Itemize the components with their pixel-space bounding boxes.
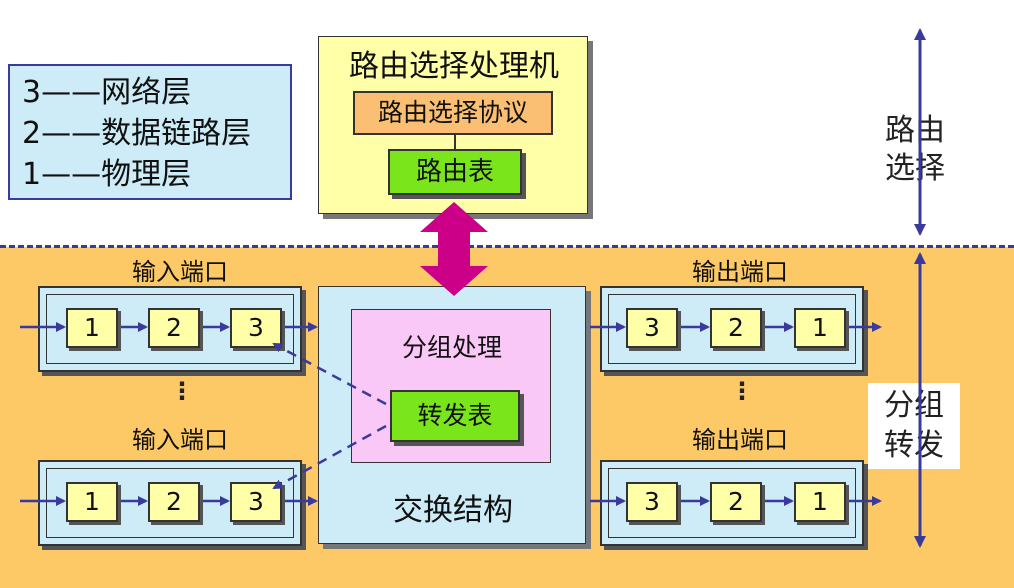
legend-physical-layer: 1——物理层 (22, 157, 192, 192)
output-port-label-bottom: 输出端口 (692, 426, 788, 454)
control-data-double-arrow (420, 202, 488, 296)
legend-network-layer: 3——网络层 (22, 75, 192, 110)
protocol-table-connector (454, 135, 456, 149)
switch-fabric-label: 交换结构 (393, 493, 513, 528)
input-port-top-frame (46, 294, 294, 364)
switch-fabric: 分组处理 转发表 交换结构 (318, 286, 586, 544)
packet-processing-title: 分组处理 (401, 333, 502, 362)
input-top-layer-1: 1 (66, 308, 118, 348)
forwarding-table-box: 转发表 (390, 390, 520, 442)
routing-label-line-2: 选择 (885, 151, 945, 186)
routing-protocol-box: 路由选择协议 (353, 91, 553, 135)
layer-legend: 3——网络层 2——数据链路层 1——物理层 (8, 64, 292, 200)
output-port-bottom-frame (608, 468, 856, 538)
routing-table-box: 路由表 (388, 149, 522, 195)
output-port-label-top: 输出端口 (692, 258, 788, 286)
input-port-label-bottom: 输入端口 (132, 426, 228, 454)
output-bottom-layer-1: 1 (794, 482, 846, 522)
routing-processor: 路由选择处理机 路由选择协议 路由表 (318, 36, 588, 214)
forwarding-label: 分组 转发 (868, 383, 960, 469)
packet-processing-box: 分组处理 转发表 (351, 309, 551, 463)
input-bottom-layer-1: 1 (66, 482, 118, 522)
input-top-layer-3: 3 (230, 308, 282, 348)
input-bottom-layer-2: 2 (148, 482, 200, 522)
legend-data-link-layer: 2——数据链路层 (22, 116, 252, 151)
output-top-layer-1: 1 (794, 308, 846, 348)
output-top-layer-3: 3 (626, 308, 678, 348)
input-port-bottom-frame (46, 468, 294, 538)
plane-divider-line (0, 245, 1014, 248)
routing-label: 路由 选择 (880, 112, 950, 188)
routing-label-line-1: 路由 (885, 113, 945, 148)
input-port-label-top: 输入端口 (132, 258, 228, 286)
lookup-line-bottom (272, 424, 387, 490)
output-port-top-frame (608, 294, 856, 364)
forwarding-label-line-2: 转发 (884, 428, 944, 463)
input-bottom-layer-3: 3 (230, 482, 282, 522)
input-top-layer-2: 2 (148, 308, 200, 348)
lookup-line-top (272, 342, 387, 406)
output-top-layer-2: 2 (710, 308, 762, 348)
forwarding-label-line-1: 分组 (884, 388, 944, 423)
output-bottom-layer-3: 3 (626, 482, 678, 522)
output-bottom-layer-2: 2 (710, 482, 762, 522)
routing-processor-title: 路由选择处理机 (349, 49, 559, 84)
